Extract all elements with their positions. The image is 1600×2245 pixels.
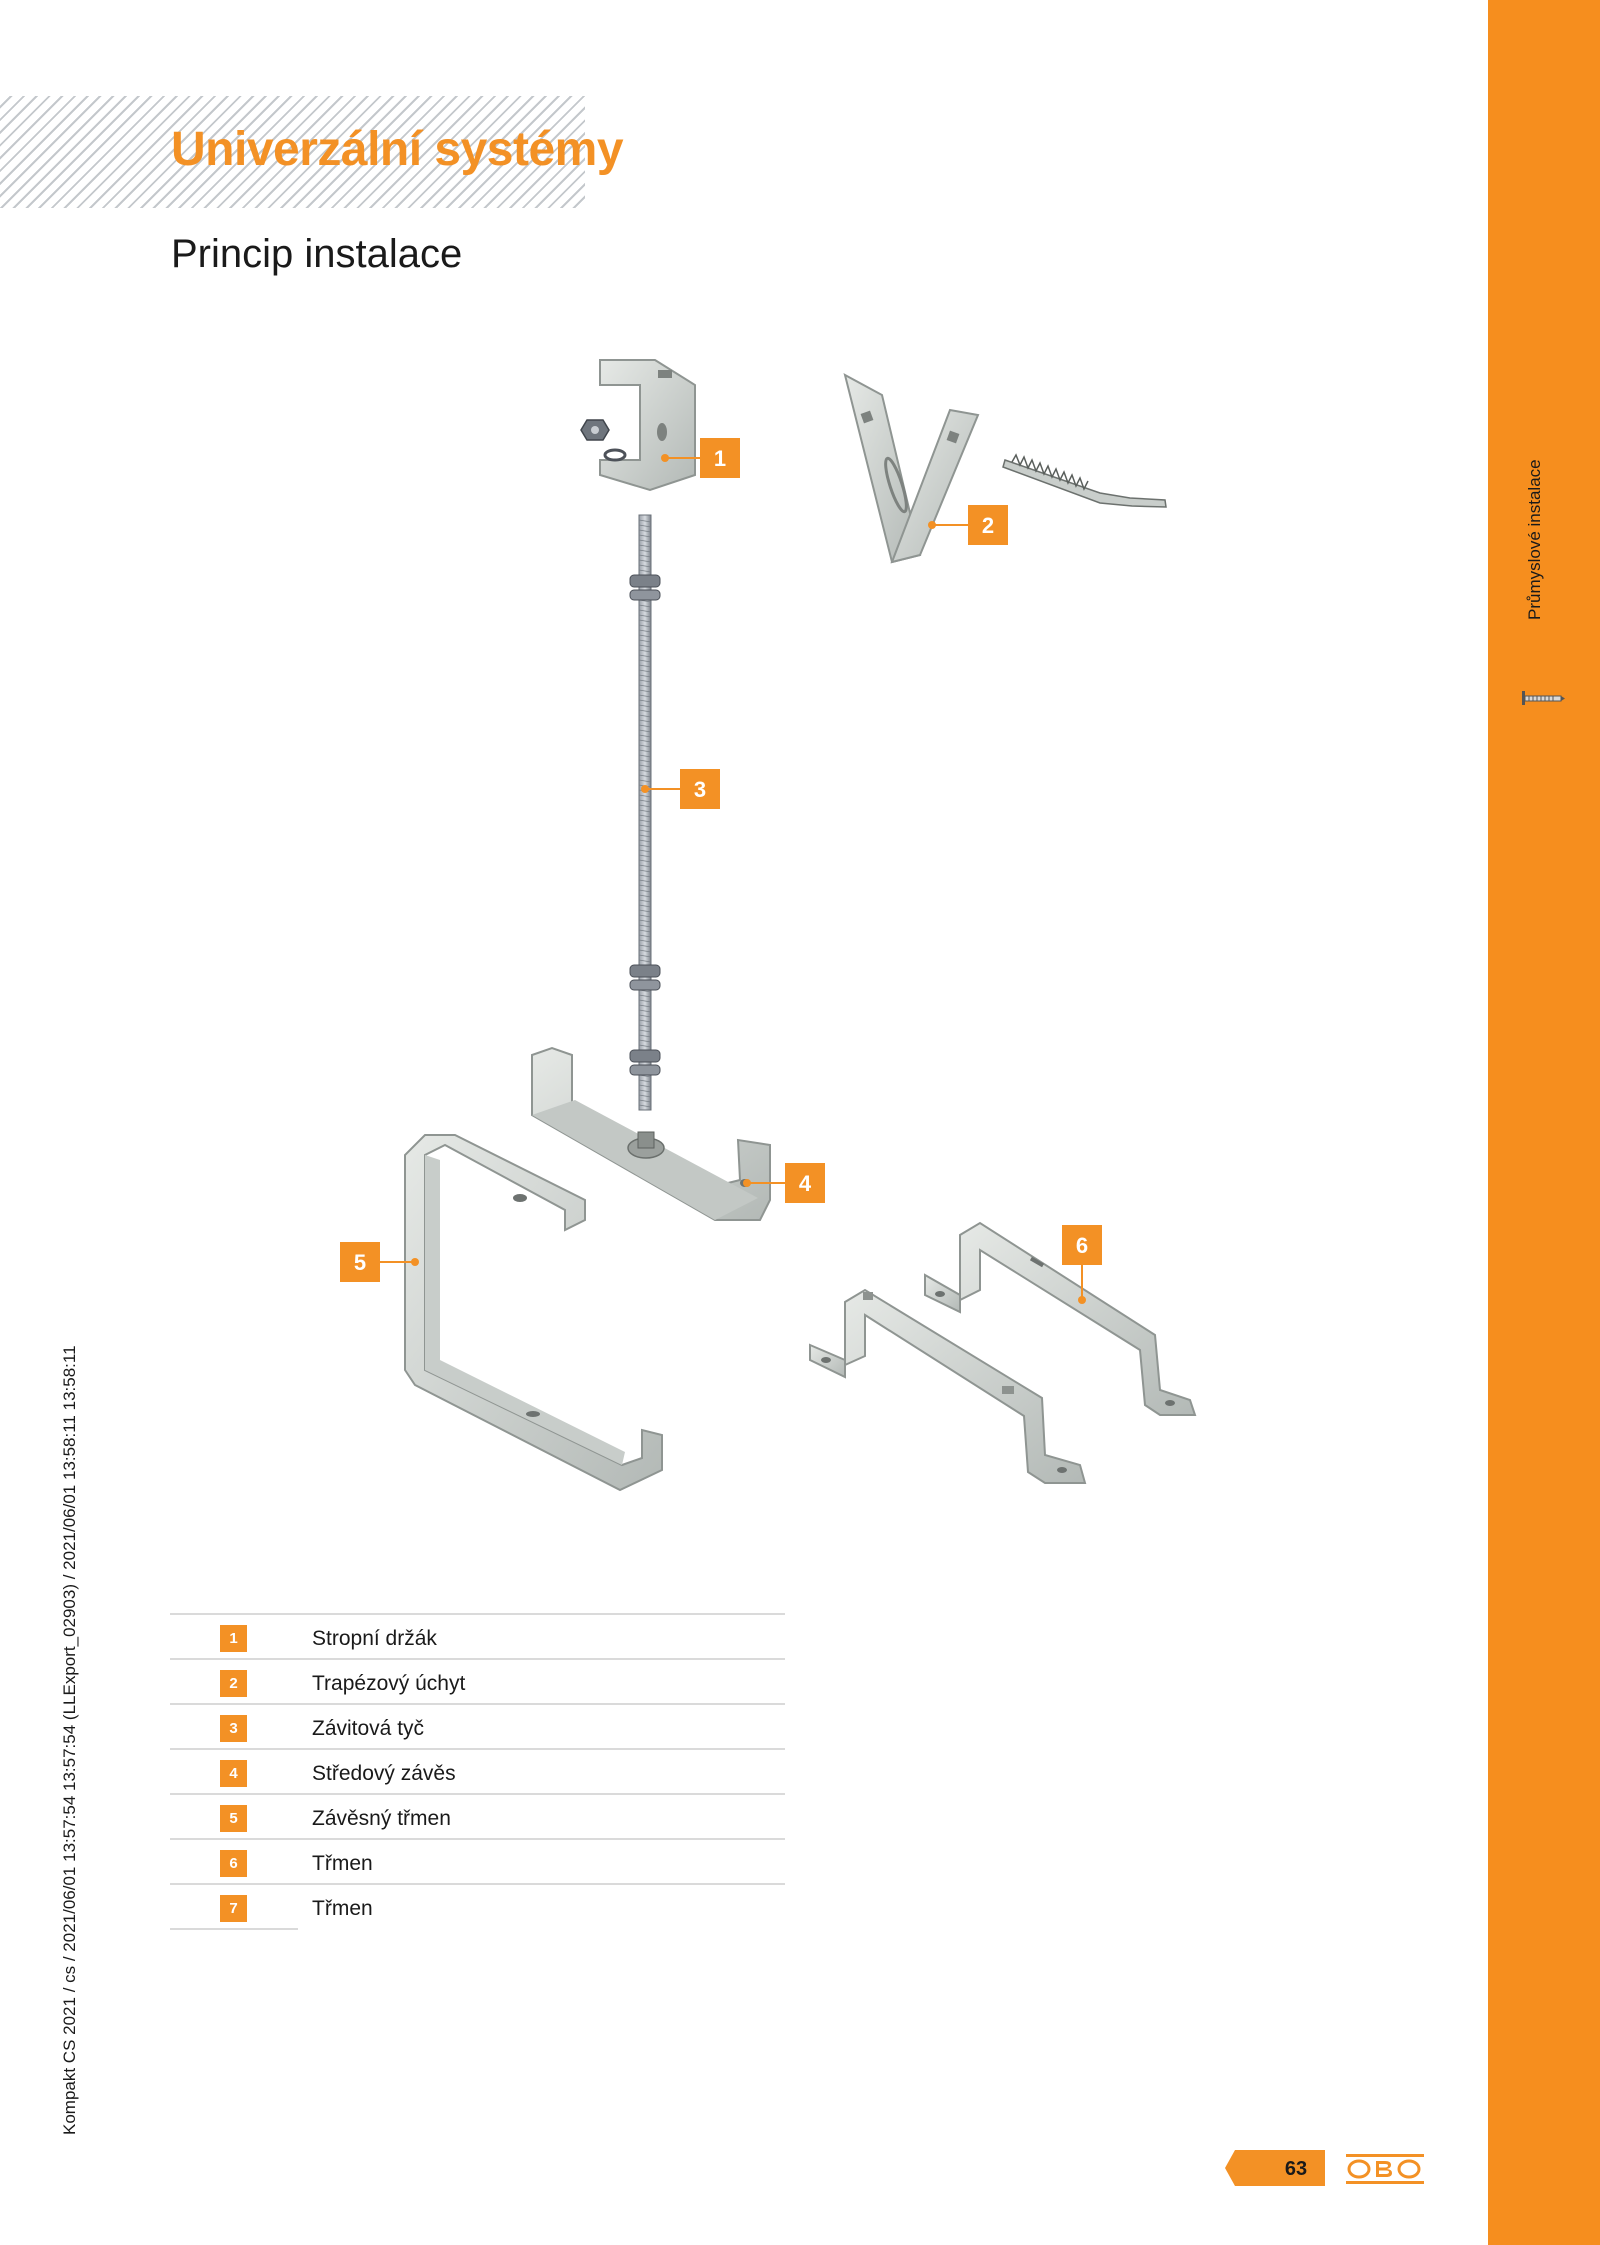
print-metadata-text: Kompakt CS 2021 / cs / 2021/06/01 13:57:…	[60, 1345, 79, 2135]
legend-number-cell: 5	[170, 1795, 298, 1838]
page-subtitle: Princip instalace	[171, 232, 463, 276]
installation-drawing: 1 2 3 4 5 6	[340, 359, 1197, 1492]
callout-number: 3	[694, 777, 706, 802]
legend-item-name: Závěsný třmen	[312, 1807, 451, 1830]
legend-item-name: Třmen	[312, 1852, 373, 1875]
page-number: 63	[1284, 2158, 1308, 2180]
screw-icon	[1520, 688, 1566, 708]
callout-number: 6	[1076, 1233, 1088, 1258]
callout-4: 4	[785, 1163, 825, 1203]
legend-row: 2 Trapézový úchyt	[170, 1658, 785, 1703]
legend-number-badge: 2	[220, 1670, 247, 1697]
legend-table: 1 Stropní držák 2 Trapézový úchyt 3 Závi…	[170, 1613, 785, 1930]
legend-row: 1 Stropní držák	[170, 1613, 785, 1658]
callout-6: 6	[1062, 1225, 1102, 1265]
callout-number: 2	[982, 513, 994, 538]
legend-number-badge: 3	[220, 1715, 247, 1742]
print-metadata: Kompakt CS 2021 / cs / 2021/06/01 13:57:…	[60, 1345, 90, 2155]
callout-2: 2	[968, 505, 1008, 545]
legend-number-cell: 3	[170, 1705, 298, 1748]
header-hatch-pattern	[0, 96, 585, 208]
legend-number-cell: 7	[170, 1885, 298, 1928]
legend-row: 5 Závěsný třmen	[170, 1793, 785, 1838]
legend-row: 6 Třmen	[170, 1838, 785, 1883]
callout-number: 4	[799, 1171, 812, 1196]
obo-logo	[1346, 2152, 1424, 2186]
page-number-tab	[1225, 2150, 1325, 2186]
sidebar-label: Průmyslové instalace	[1525, 459, 1565, 640]
callout-5: 5	[340, 1242, 380, 1282]
central-hanger-part	[531, 1046, 771, 1221]
legend-number-cell: 4	[170, 1750, 298, 1793]
suspension-bracket-part	[404, 1134, 663, 1492]
legend-item-name: Třmen	[312, 1897, 373, 1920]
callout-3: 3	[680, 769, 720, 809]
stirrup-front-part	[809, 1288, 1087, 1484]
legend-row: 7 Třmen	[170, 1883, 785, 1928]
legend-number-cell: 6	[170, 1840, 298, 1883]
legend-number-cell: 1	[170, 1615, 298, 1658]
legend-number-badge: 4	[220, 1760, 247, 1787]
callout-leaders	[380, 457, 1083, 1300]
legend-item-name: Trapézový úchyt	[312, 1672, 466, 1695]
section-title: Univerzální systémy	[171, 123, 624, 176]
stirrup-part	[924, 1221, 1197, 1416]
threaded-rod-part	[629, 514, 661, 1111]
legend-number-badge: 6	[220, 1850, 247, 1877]
callout-dots	[411, 454, 1086, 1304]
legend-number-cell: 2	[170, 1660, 298, 1703]
callout-number: 5	[354, 1250, 366, 1275]
legend-number-badge: 7	[220, 1895, 247, 1922]
sidebar-tab	[1488, 0, 1600, 2245]
legend-item-name: Závitová tyč	[312, 1717, 425, 1740]
legend-item-name: Stropní držák	[312, 1627, 437, 1650]
installation-illustration: 1 2 3 4 5 6	[300, 340, 1220, 1510]
legend-item-name: Středový závěs	[312, 1762, 456, 1785]
legend-bottom-rule	[170, 1928, 298, 1930]
sidebar-label-text: Průmyslové instalace	[1525, 459, 1544, 620]
legend-number-badge: 5	[220, 1805, 247, 1832]
callout-number: 1	[714, 446, 726, 471]
legend-row: 4 Středový závěs	[170, 1748, 785, 1793]
legend-row: 3 Závitová tyč	[170, 1703, 785, 1748]
callout-1: 1	[700, 438, 740, 478]
ceiling-bracket-part	[580, 359, 696, 492]
trapezoidal-clamp-part	[843, 373, 1167, 564]
legend-number-badge: 1	[220, 1625, 247, 1652]
